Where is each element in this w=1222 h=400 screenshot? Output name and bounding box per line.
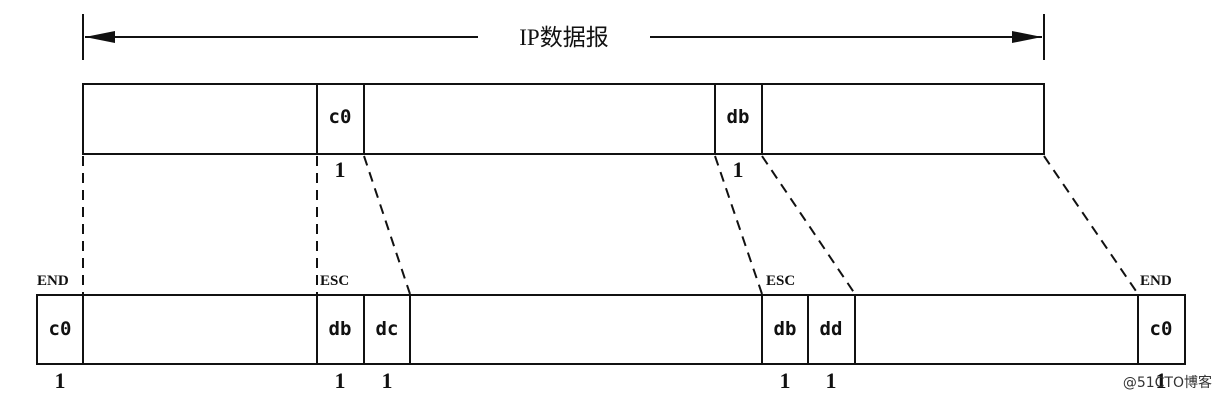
datagram-title: IP数据报 bbox=[519, 25, 608, 50]
byte-dc: dc bbox=[376, 318, 399, 340]
byte-count: 1 bbox=[335, 368, 346, 393]
marker-end: END bbox=[37, 273, 69, 289]
byte-db: db bbox=[774, 318, 797, 340]
datagram-span-indicator: IP数据报 bbox=[82, 14, 1045, 60]
byte-db: db bbox=[329, 318, 352, 340]
mapping-line bbox=[363, 155, 411, 295]
mapping-line bbox=[761, 155, 856, 295]
marker-esc: ESC bbox=[320, 273, 349, 289]
mapping-lines bbox=[82, 155, 1139, 295]
byte-db: db bbox=[727, 106, 750, 128]
byte-c0: c0 bbox=[329, 106, 352, 128]
watermark: @51CTO博客 bbox=[1123, 374, 1212, 391]
byte-count: 1 bbox=[826, 368, 837, 393]
byte-count: 1 bbox=[55, 368, 66, 393]
slip-frame-box bbox=[36, 294, 1186, 365]
mapping-line bbox=[1043, 155, 1139, 295]
byte-c0: c0 bbox=[1150, 318, 1173, 340]
byte-count: 1 bbox=[733, 157, 744, 182]
marker-esc: ESC bbox=[766, 273, 795, 289]
byte-c0: c0 bbox=[49, 318, 72, 340]
byte-count: 1 bbox=[382, 368, 393, 393]
ip-datagram-row: c0 db 1 1 bbox=[82, 83, 1045, 182]
byte-count: 1 bbox=[1156, 368, 1167, 393]
marker-end: END bbox=[1140, 273, 1172, 289]
slip-frame-row: END ESC ESC END c0 db dc db dd c0 1 1 1 … bbox=[36, 273, 1186, 393]
byte-dd: dd bbox=[820, 318, 843, 340]
byte-count: 1 bbox=[780, 368, 791, 393]
ip-datagram-box bbox=[82, 83, 1045, 155]
byte-count: 1 bbox=[335, 157, 346, 182]
mapping-line bbox=[714, 155, 763, 295]
